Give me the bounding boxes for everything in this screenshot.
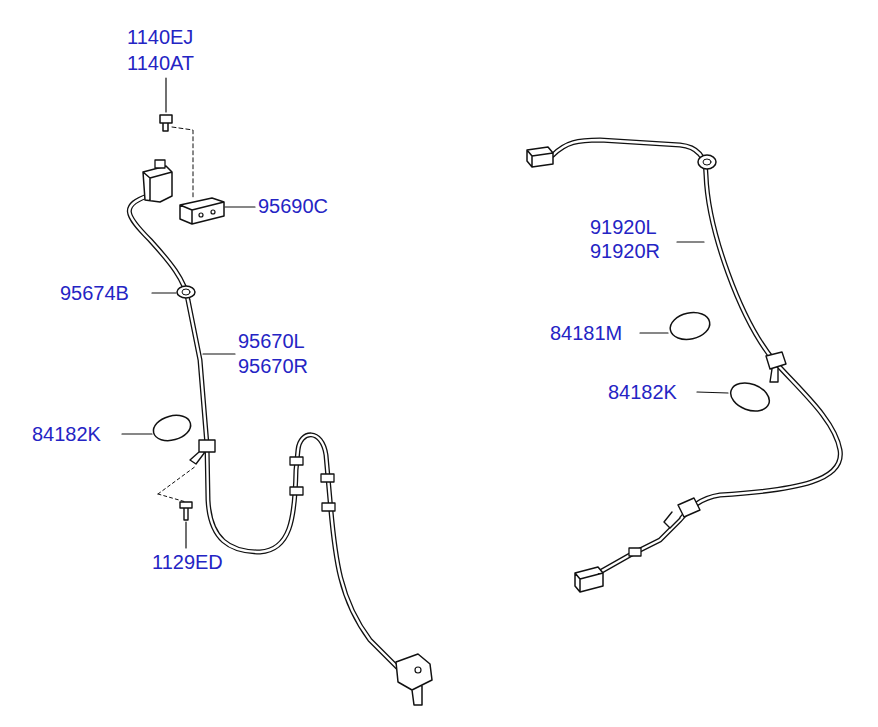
- callout-number: 95670L: [238, 330, 305, 353]
- cable-clip: [629, 548, 641, 556]
- callout-number: 95690C: [258, 195, 328, 218]
- bracket-hole: [199, 213, 203, 217]
- connector-latch: [155, 160, 165, 168]
- bracket-hole: [211, 210, 215, 214]
- cable-clip: [766, 352, 786, 382]
- callout-number: 1129ED: [152, 551, 223, 574]
- seal-pad: [727, 378, 773, 416]
- callout-number: 95674B: [60, 282, 129, 305]
- leader-line: [640, 332, 668, 333]
- callout-number: 1140EJ: [127, 26, 193, 49]
- seal-pad: [151, 411, 194, 444]
- bolt: [160, 115, 172, 131]
- dashed-line: [172, 127, 193, 198]
- connector: [143, 166, 172, 202]
- bracket: [180, 198, 224, 224]
- cable-clip: [322, 503, 335, 511]
- illustration: [122, 78, 840, 705]
- grommet: [698, 155, 716, 169]
- cable-clip: [664, 498, 700, 528]
- callout-number: 91920L: [590, 216, 657, 239]
- cable-core: [129, 195, 400, 670]
- callout-number: 1140AT: [127, 52, 194, 75]
- leader-line: [677, 241, 704, 242]
- callout-number: 91920R: [590, 240, 660, 263]
- cable-outline: [553, 140, 840, 572]
- leader-line: [697, 392, 728, 393]
- screw: [180, 502, 192, 520]
- grommet: [182, 289, 190, 295]
- cable-clip: [290, 457, 303, 465]
- cable-core: [553, 140, 840, 572]
- seal-pad: [668, 309, 713, 343]
- callout-number: 84182K: [608, 381, 677, 404]
- grommet: [177, 286, 195, 298]
- cable-clip: [321, 474, 334, 482]
- callout-number: 84182K: [32, 423, 101, 446]
- wheel-sensor: [396, 654, 432, 705]
- cable-clip: [290, 487, 303, 495]
- leader-line: [225, 206, 255, 207]
- leader-line: [122, 433, 152, 434]
- connector: [575, 567, 603, 592]
- cable-outline: [129, 195, 400, 670]
- dashed-line: [158, 466, 196, 502]
- grommet: [703, 159, 711, 165]
- cable-clip: [190, 440, 215, 464]
- leader-line: [203, 353, 235, 354]
- sensor-hole: [415, 667, 421, 673]
- leader-line: [185, 522, 186, 548]
- leader-line: [165, 78, 166, 112]
- connector: [527, 147, 553, 167]
- callout-number: 95670R: [238, 355, 308, 378]
- callout-number: 84181M: [550, 322, 622, 345]
- leader-line: [152, 292, 176, 293]
